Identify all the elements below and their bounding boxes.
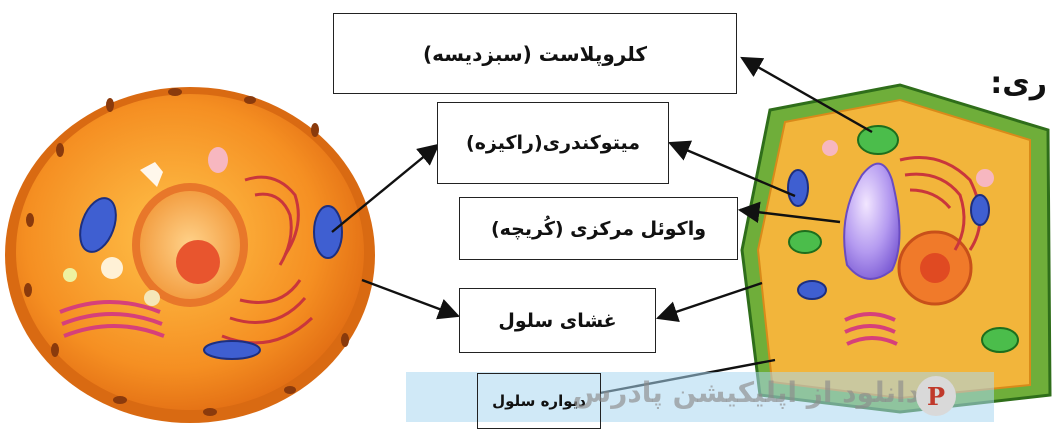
plant-golgi	[844, 312, 898, 346]
plant-nucleolus	[920, 253, 950, 283]
label-membrane: غشای سلول	[459, 288, 656, 353]
nucleolus	[176, 240, 220, 284]
arrow-chloroplast	[740, 56, 873, 134]
animal-mitochondria	[79, 197, 343, 360]
plant-er	[899, 156, 982, 251]
plant-mitochondria	[787, 169, 990, 300]
membrane-pores	[24, 88, 349, 416]
page-heading: ری:	[990, 66, 1047, 101]
label-cell-wall-text: دیواره سلول	[492, 392, 586, 410]
golgi-apparatus	[59, 300, 165, 338]
label-vacuole: واکوئل مرکزی (کُریچه)	[459, 197, 738, 260]
arrow-membrane-plant	[655, 281, 763, 323]
central-vacuole	[843, 162, 901, 280]
label-vacuole-text: واکوئل مرکزی (کُریچه)	[490, 217, 707, 240]
endoplasmic-reticulum	[221, 175, 314, 345]
plant-vesicle	[822, 140, 838, 156]
vesicle	[63, 268, 77, 282]
vesicle	[101, 257, 123, 279]
watermark-band	[406, 372, 994, 422]
chloroplasts	[788, 125, 1019, 353]
label-mitochondria-text: میتوکندری(راکیزه)	[466, 132, 640, 154]
logo-icon: P	[916, 376, 956, 416]
lysosome	[208, 147, 228, 173]
arrow-membrane-animal	[361, 278, 461, 320]
vesicle	[144, 290, 160, 306]
plant-cell	[740, 83, 1052, 414]
logo-glyph: P	[926, 381, 946, 411]
plant-vesicle	[976, 169, 994, 187]
centriole	[140, 162, 163, 187]
arrow-vacuole	[737, 201, 841, 224]
animal-cell	[5, 87, 375, 423]
watermark-text: دانلود از اپلیکیشن پادرس	[572, 376, 920, 409]
label-chloroplast: کلروپلاست (سبزدیسه)	[333, 13, 737, 94]
label-chloroplast-text: کلروپلاست (سبزدیسه)	[423, 41, 647, 66]
label-mitochondria: میتوکندری(راکیزه)	[437, 102, 669, 184]
arrow-mitochondria-plant	[668, 140, 796, 198]
arrow-mitochondria-animal	[331, 143, 440, 233]
label-membrane-text: غشای سلول	[498, 309, 617, 332]
